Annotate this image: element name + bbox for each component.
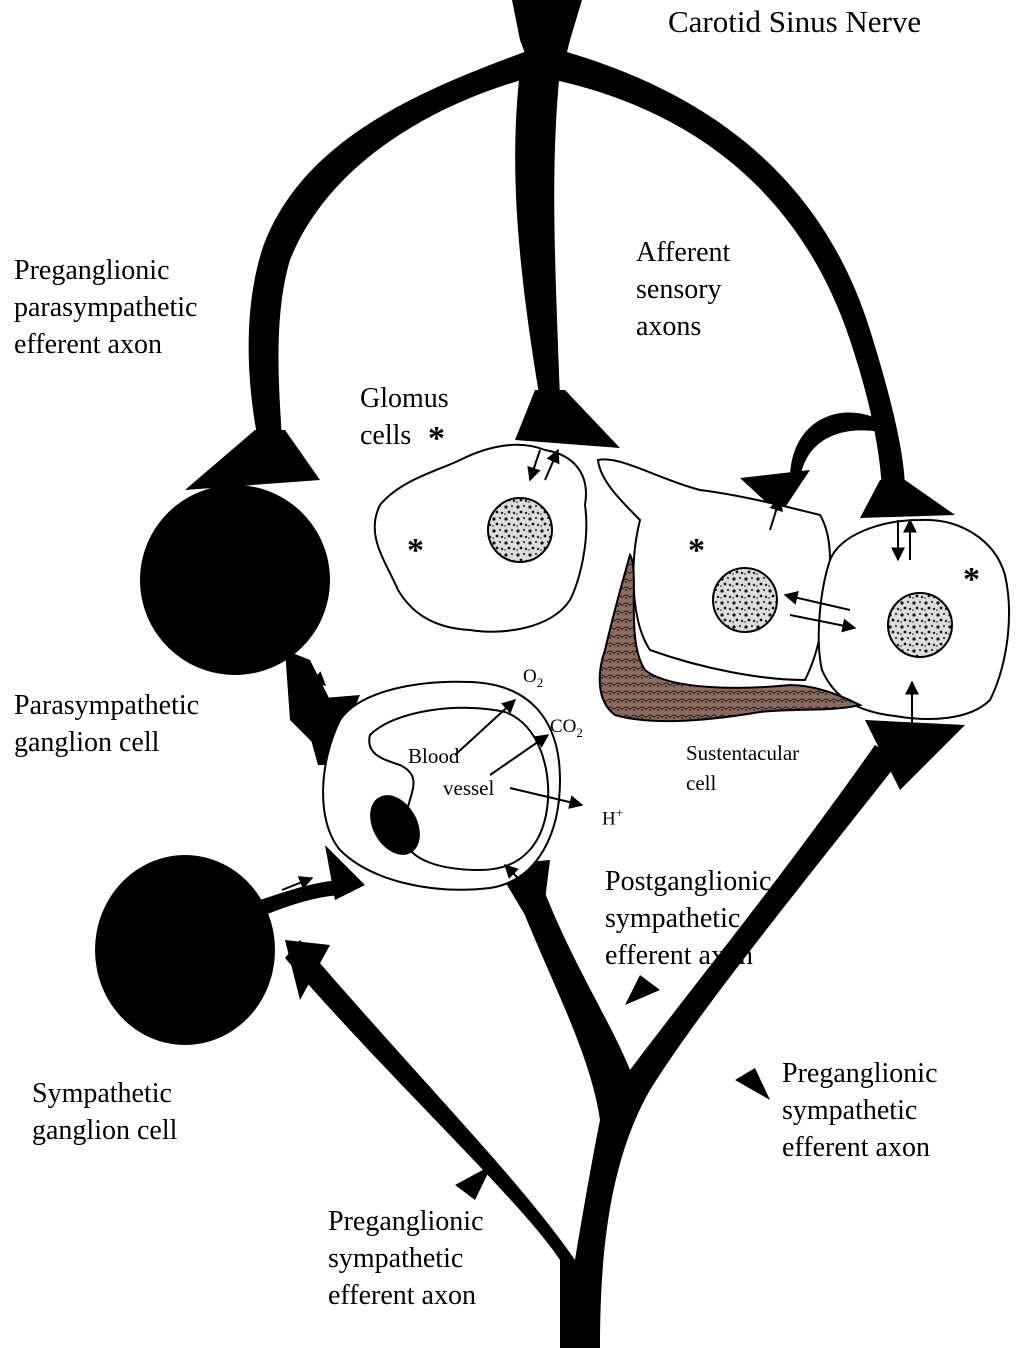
label-parasympathetic-ganglion-cell: Parasympathetic ganglion cell bbox=[14, 687, 199, 761]
afferent-axon-middle bbox=[515, 70, 560, 400]
label-preganglionic-parasympathetic: Preganglionic parasympathetic efferent a… bbox=[14, 252, 197, 363]
glomus-nucleus-1 bbox=[488, 498, 552, 562]
diagram-title: Carotid Sinus Nerve bbox=[668, 4, 921, 40]
label-sustentacular-cell: Sustentacular cell bbox=[686, 738, 799, 798]
label-postganglionic-sympathetic: Postganglionic sympathetic efferent axon bbox=[605, 863, 771, 974]
label-sympathetic-ganglion-cell: Sympathetic ganglion cell bbox=[32, 1075, 177, 1149]
label-blood-vessel: Blood vessel bbox=[408, 740, 494, 804]
glomus-star-cell-1: * bbox=[407, 534, 424, 568]
glomus-star-cell-3: * bbox=[963, 563, 980, 597]
pointer-postganglionic bbox=[625, 975, 660, 1005]
label-h-plus: H+ bbox=[602, 805, 623, 830]
label-afferent-sensory-axons: Afferent sensory axons bbox=[636, 234, 730, 345]
afferent-terminal-right bbox=[860, 480, 955, 518]
glomus-star-cell-2: * bbox=[688, 534, 705, 568]
label-preganglionic-sympathetic-bottom: Preganglionic sympathetic efferent axon bbox=[328, 1203, 484, 1314]
label-co2: CO2 bbox=[550, 716, 583, 741]
glomus-nucleus-3 bbox=[888, 593, 952, 657]
pointer-preganglionic-bottom bbox=[455, 1165, 492, 1200]
sympathetic-ganglion-axon bbox=[260, 880, 345, 915]
label-preganglionic-sympathetic-right: Preganglionic sympathetic efferent axon bbox=[782, 1055, 938, 1166]
pointer-preganglionic-right bbox=[735, 1068, 770, 1100]
glomus-star-label: * bbox=[428, 422, 445, 456]
parasympathetic-ganglion-cell bbox=[140, 485, 330, 675]
label-o2: O2 bbox=[523, 666, 543, 691]
glomus-nucleus-2 bbox=[713, 568, 777, 632]
sympathetic-ganglion-cell bbox=[95, 855, 275, 1045]
parasympathetic-synapse-terminal bbox=[185, 430, 320, 490]
afferent-terminal-middle bbox=[515, 390, 620, 448]
afferent-collateral bbox=[790, 413, 880, 481]
